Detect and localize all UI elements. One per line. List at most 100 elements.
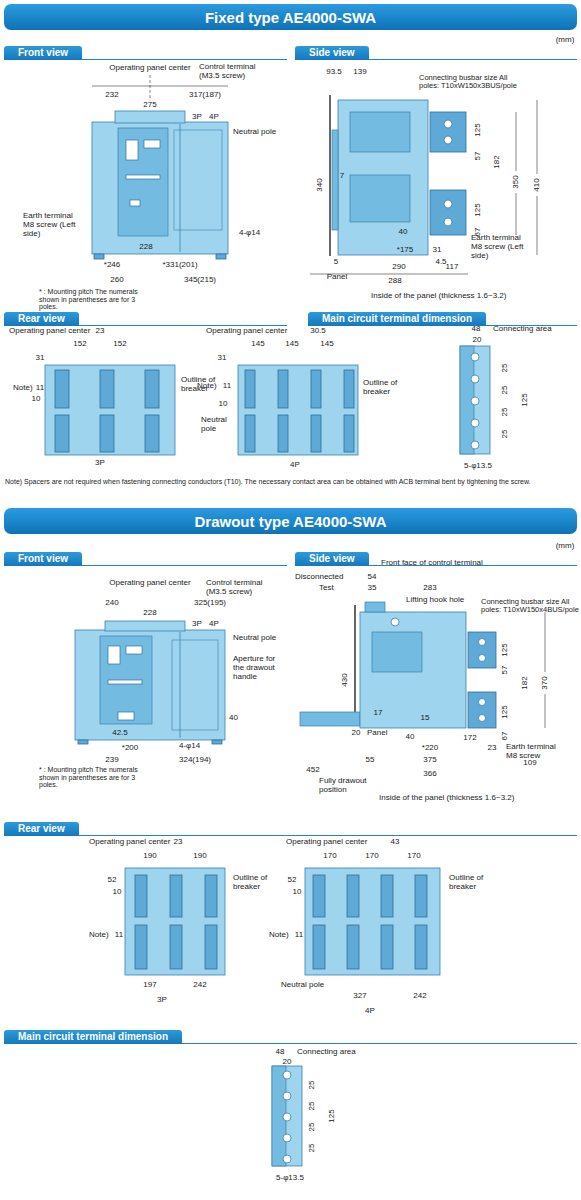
view-tab: Side view [295, 46, 369, 60]
annotation-text: Outline of breaker [232, 874, 279, 892]
dimension-value: 345(215) [183, 276, 217, 285]
dimension-value: 125 [328, 1108, 337, 1123]
dimension-value: 23 [173, 838, 184, 847]
drawing-circle [283, 1092, 291, 1100]
drawing-rect [135, 925, 147, 969]
fixed-rear-3p [45, 365, 175, 455]
drawing-rect [174, 130, 222, 230]
annotation-text: 3P [94, 459, 106, 468]
dimension-value: 52 [107, 876, 118, 885]
annotation-text: Panel [326, 273, 348, 282]
dimension-value: 283 [422, 584, 437, 593]
dimension-value: 430 [341, 672, 350, 687]
drawing-rect [347, 925, 359, 969]
dimension-value: 325(195) [193, 599, 227, 608]
dimension-value: 20 [351, 729, 362, 738]
annotation-text: Operating panel center [285, 838, 368, 847]
drawing-rect [278, 370, 288, 408]
view-tab: Front view [4, 46, 82, 60]
dimension-value: 172 [462, 734, 477, 743]
drawing-line [180, 632, 181, 738]
view-tab: Front view [4, 552, 82, 566]
dimension-value: 52 [287, 876, 298, 885]
drawing-circle [444, 218, 452, 226]
dimension-value: 152 [72, 340, 87, 349]
annotation-text: Note) [196, 382, 218, 391]
drawing-rect [170, 875, 182, 917]
dimension-value: 15 [420, 714, 431, 723]
fixed-rear-4p [238, 365, 358, 455]
fixed-side-view [310, 95, 537, 274]
drawout-front-view [75, 621, 225, 744]
annotation-text: Earth terminal M8 screw (Left side) [22, 212, 84, 238]
drawing-rect [78, 740, 88, 744]
dimension-value: 25 [501, 363, 510, 374]
dimension-value: 125 [474, 202, 483, 217]
drawing-rect [205, 925, 217, 969]
dimension-value: 11 [35, 384, 45, 393]
dimension-value: *331(201) [161, 261, 198, 270]
annotation-text: Neutral pole [200, 416, 236, 434]
annotation-text: Operating panel center [108, 64, 191, 73]
drawing-circle [391, 618, 399, 626]
dimension-value: 242 [192, 981, 207, 990]
annotation-text: Inside of the panel (thickness 1.6~3.2) [378, 794, 515, 803]
drawing-rect [430, 112, 466, 152]
dimension-value: 43 [390, 838, 401, 847]
annotation-text: Earth terminal M8 screw (Left side) [470, 234, 534, 260]
drawing-rect [350, 112, 410, 152]
drawing-rect [45, 365, 175, 455]
drawout-side-view [300, 602, 545, 728]
view-title: Rear view [18, 823, 65, 834]
view-tab: Side view [295, 552, 369, 566]
drawing-rect [105, 621, 185, 631]
annotation-text: Note) [12, 384, 34, 393]
dimension-value: 40 [398, 228, 409, 237]
drawing-rect [344, 370, 354, 408]
drawing-rect [126, 175, 160, 179]
drawing-rect [94, 254, 104, 259]
dimension-value: 23 [487, 744, 498, 753]
dimension-value: 57 [474, 151, 483, 162]
drawing-rect [92, 122, 228, 254]
annotation-text: 3P [191, 113, 203, 122]
drawing-rect [311, 415, 321, 452]
drawing-rect [145, 415, 159, 452]
dimension-value: 260 [109, 276, 124, 285]
dimension-value: 31 [432, 246, 443, 255]
drawing-rect [205, 875, 217, 917]
dimension-value: 375 [422, 756, 437, 765]
view-tab: Main circuit terminal dimension [4, 1030, 182, 1044]
annotation-text: Panel [366, 729, 388, 738]
dimension-value: 350 [512, 174, 521, 189]
fixed-terminal [460, 346, 490, 454]
view-tab: Rear view [4, 312, 79, 326]
drawing-rect [347, 875, 359, 917]
dimension-value: 145 [250, 340, 265, 349]
annotation-text: 4P [208, 113, 220, 122]
dimension-value: 42.5 [111, 729, 129, 738]
dimension-value: 31 [35, 354, 46, 363]
dimension-value: 7 [339, 172, 345, 181]
dimension-value: 327 [352, 992, 367, 1001]
dimension-value: 170 [406, 852, 421, 861]
dimension-value: 35 [367, 584, 378, 593]
drawing-rect [360, 612, 466, 728]
dimension-value: 20 [282, 1058, 293, 1067]
dimension-value: 11 [222, 382, 232, 391]
annotation-text: Neutral pole [280, 981, 325, 990]
drawing-rect [344, 415, 354, 452]
annotation-text: Control terminal (M3.5 screw) [198, 63, 270, 81]
dimension-value: *200 [121, 744, 139, 753]
annotation-text: Aperture for the drawout handle [232, 655, 289, 681]
dimension-value: 452 [305, 766, 320, 775]
drawing-rect [145, 370, 159, 408]
drawing-rect [300, 712, 360, 726]
drawing-circle [471, 375, 479, 383]
dimension-value: 48 [471, 325, 482, 334]
drawing-line [537, 100, 538, 174]
drawing-rect [118, 712, 134, 720]
dimension-value: 239 [104, 756, 119, 765]
annotation-text: (mm) [555, 542, 576, 551]
dimension-value: 23 [95, 327, 106, 336]
